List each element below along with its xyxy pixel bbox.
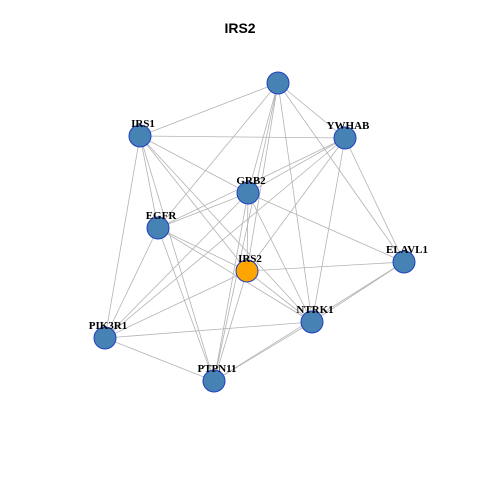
node-circle-PIK3R1 xyxy=(93,326,117,350)
edge-GRB2-PTPN11 xyxy=(213,192,249,382)
edge-IRS1-YWHAB xyxy=(139,135,346,139)
edges-layer xyxy=(104,82,405,382)
node-label-PTPN11: PTPN11 xyxy=(197,363,236,375)
edge-IRS1-PTPN11 xyxy=(139,135,215,382)
node-circle-EGFR xyxy=(146,216,170,240)
edge-EGFR-PIK3R1 xyxy=(104,227,159,339)
edge-GRB2-IRS2 xyxy=(246,192,249,272)
edge-YWHAB-PIK3R1 xyxy=(104,137,346,339)
node-label-PIK3R1: PIK3R1 xyxy=(89,320,128,332)
node-label-NTRK1: NTRK1 xyxy=(296,304,333,316)
edge-unlabeled-NTRK1 xyxy=(277,82,313,323)
edge-NTRK1-PIK3R1 xyxy=(104,321,313,339)
edge-IRS2-NTRK1 xyxy=(246,270,313,323)
node-unlabeled xyxy=(266,71,290,95)
node-circle-NTRK1 xyxy=(300,310,324,334)
node-label-ELAVL1: ELAVL1 xyxy=(386,244,428,256)
node-PIK3R1: PIK3R1 xyxy=(89,320,128,350)
edge-unlabeled-YWHAB xyxy=(277,82,346,139)
edge-EGFR-IRS2 xyxy=(157,227,248,272)
figure-title: IRS2 xyxy=(224,20,256,36)
edge-IRS2-PIK3R1 xyxy=(104,270,248,339)
node-label-EGFR: EGFR xyxy=(146,210,178,222)
edge-unlabeled-GRB2 xyxy=(247,82,279,194)
node-GRB2: GRB2 xyxy=(236,175,266,205)
node-label-YWHAB: YWHAB xyxy=(327,120,370,132)
edge-IRS2-ELAVL1 xyxy=(246,261,405,272)
edge-GRB2-NTRK1 xyxy=(247,192,313,323)
edge-unlabeled-EGFR xyxy=(157,82,279,229)
edge-IRS1-IRS2 xyxy=(139,135,248,272)
edge-IRS1-GRB2 xyxy=(139,135,249,194)
edge-unlabeled-ELAVL1 xyxy=(277,82,405,263)
edge-unlabeled-PTPN11 xyxy=(213,82,279,382)
edge-EGFR-PTPN11 xyxy=(157,227,215,382)
node-circle-ELAVL1 xyxy=(392,250,416,274)
edge-YWHAB-GRB2 xyxy=(247,137,346,194)
node-label-GRB2: GRB2 xyxy=(236,175,266,187)
edge-IRS2-PTPN11 xyxy=(213,270,248,382)
edge-IRS1-PIK3R1 xyxy=(104,135,141,339)
edge-unlabeled-IRS2 xyxy=(246,82,279,272)
edge-PIK3R1-PTPN11 xyxy=(104,337,215,382)
edge-IRS1-NTRK1 xyxy=(139,135,313,323)
node-IRS2: IRS2 xyxy=(235,253,262,283)
node-label-IRS2: IRS2 xyxy=(238,253,262,265)
node-NTRK1: NTRK1 xyxy=(296,304,334,334)
edge-GRB2-PIK3R1 xyxy=(104,192,249,339)
node-label-IRS1: IRS1 xyxy=(131,118,155,130)
edge-YWHAB-NTRK1 xyxy=(311,137,346,323)
edge-NTRK1-PTPN11 xyxy=(213,321,313,382)
edge-unlabeled-IRS1 xyxy=(139,82,279,137)
node-IRS1: IRS1 xyxy=(128,118,155,148)
node-EGFR: EGFR xyxy=(146,210,178,240)
edge-YWHAB-IRS2 xyxy=(246,137,346,272)
edge-GRB2-EGFR xyxy=(157,192,249,229)
edge-YWHAB-ELAVL1 xyxy=(344,137,405,263)
node-circle-unlabeled xyxy=(266,71,290,95)
node-ELAVL1: ELAVL1 xyxy=(386,244,428,274)
node-PTPN11: PTPN11 xyxy=(197,363,237,393)
edge-IRS1-EGFR xyxy=(139,135,159,229)
edge-GRB2-ELAVL1 xyxy=(247,192,405,263)
node-YWHAB: YWHAB xyxy=(327,120,370,150)
node-circle-IRS2 xyxy=(235,259,259,283)
node-circle-IRS1 xyxy=(128,124,152,148)
node-circle-PTPN11 xyxy=(202,369,226,393)
edge-EGFR-NTRK1 xyxy=(157,227,313,323)
node-circle-YWHAB xyxy=(333,126,357,150)
node-circle-GRB2 xyxy=(236,181,260,205)
